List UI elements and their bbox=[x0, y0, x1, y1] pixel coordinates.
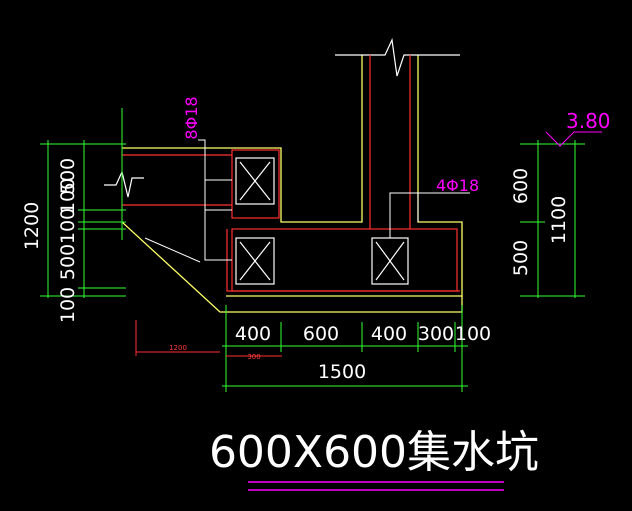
bottom-dim-1: 400 bbox=[235, 323, 271, 345]
right-dim-1100: 1100 bbox=[548, 196, 570, 244]
left-dim-3: 100 bbox=[57, 208, 79, 244]
left-dimension-lines bbox=[40, 108, 126, 298]
left-dim-1: 100 bbox=[57, 287, 79, 323]
elevation-marker bbox=[545, 131, 602, 147]
left-dim-total: 1200 bbox=[21, 202, 43, 250]
rebar-label-4: 4Φ18 bbox=[436, 176, 479, 195]
left-dim-5: 500 bbox=[57, 158, 79, 194]
bottom-dim-5: 100 bbox=[455, 323, 491, 345]
small-dim-300: 300 bbox=[247, 353, 260, 361]
small-dim-1200: 1200 bbox=[169, 344, 187, 352]
right-dimension-lines bbox=[520, 140, 585, 298]
structure-outline bbox=[121, 55, 463, 313]
rebar-label-8: 8Φ18 bbox=[182, 96, 201, 139]
right-dim-600: 600 bbox=[510, 168, 532, 204]
elevation-value: 3.80 bbox=[566, 109, 611, 133]
bottom-dim-2: 600 bbox=[303, 323, 339, 345]
left-dim-4: 100 bbox=[57, 178, 79, 214]
small-red-dimension bbox=[135, 320, 282, 357]
leader-lines bbox=[144, 139, 470, 263]
bottom-dimension-lines bbox=[222, 305, 468, 392]
bottom-dim-3: 400 bbox=[371, 323, 407, 345]
slab-break-symbol bbox=[104, 170, 144, 198]
title-underline bbox=[248, 481, 504, 491]
bottom-dim-total: 1500 bbox=[318, 361, 366, 383]
drawing-title: 600X600集水坑 bbox=[209, 427, 539, 478]
rebar-lines bbox=[122, 55, 460, 292]
wall-break-symbol bbox=[335, 37, 460, 77]
pit-cross-marks bbox=[235, 157, 409, 285]
right-dim-500: 500 bbox=[510, 240, 532, 276]
bottom-dim-4: 300 bbox=[418, 323, 454, 345]
left-dim-2: 500 bbox=[57, 244, 79, 280]
